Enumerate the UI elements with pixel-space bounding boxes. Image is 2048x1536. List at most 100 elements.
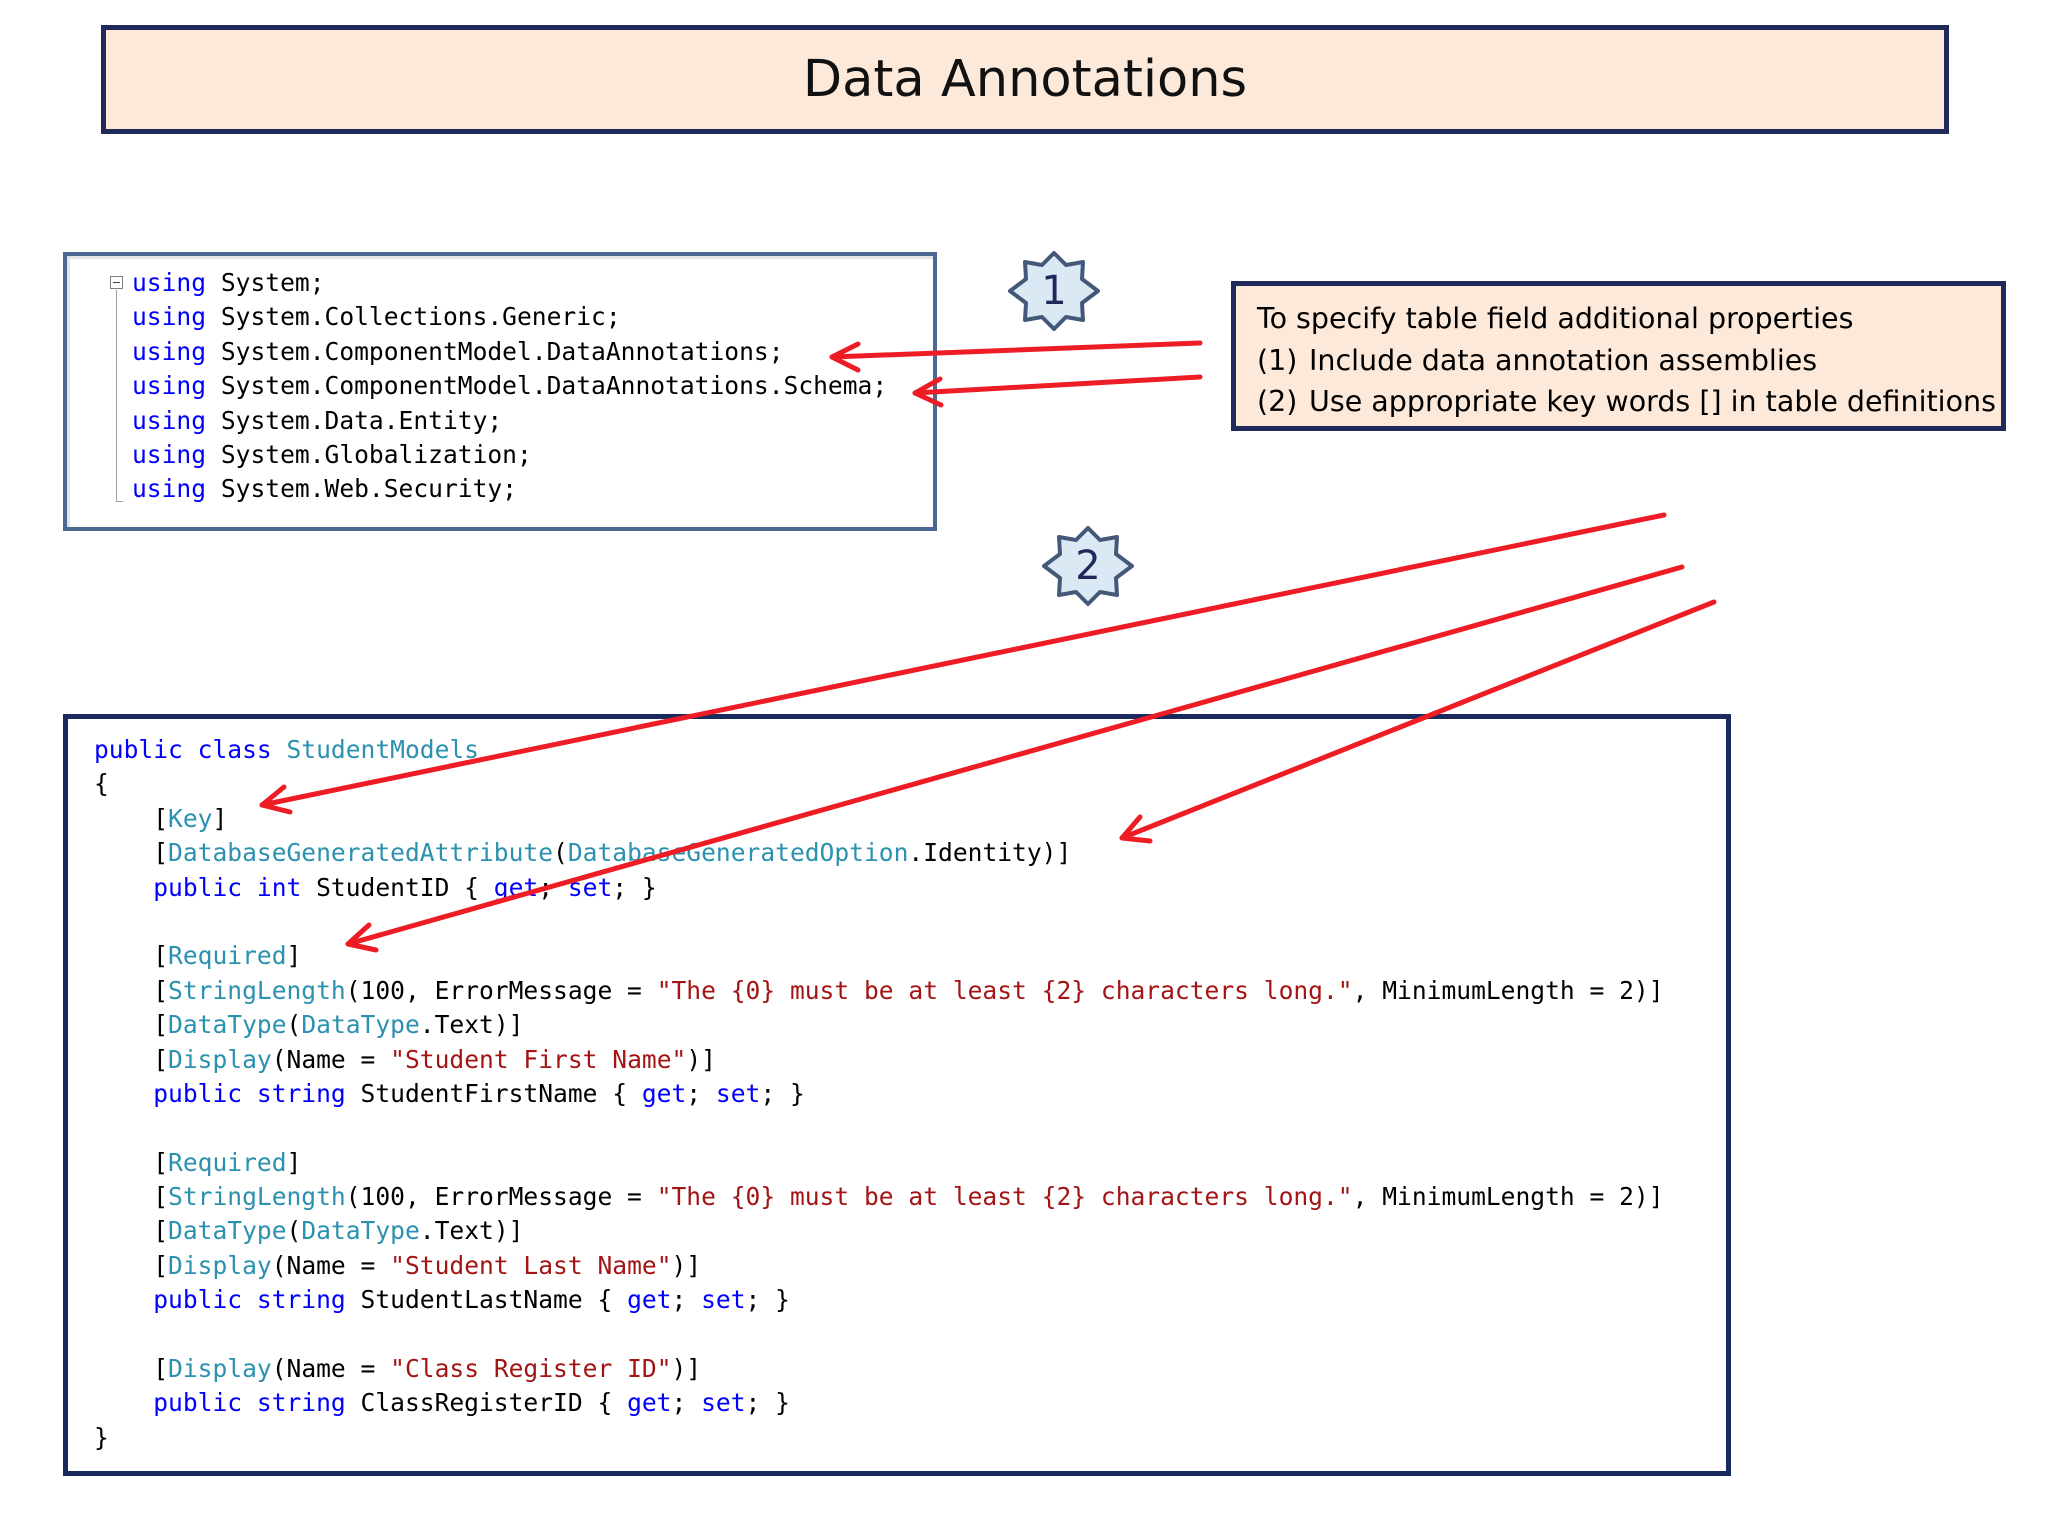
code-text: )] (686, 1044, 716, 1074)
code-text: StudentLastName { (360, 1285, 628, 1315)
code-type-name: Display (168, 1044, 272, 1074)
code-text: ; } (760, 1078, 805, 1108)
code-string: "Class Register ID" (390, 1354, 672, 1384)
code-line: public class StudentModels (94, 733, 1664, 767)
using-line: using System.ComponentModel.DataAnnotati… (132, 369, 887, 403)
code-line: [DataType(DataType.Text)] (94, 1008, 1664, 1042)
code-text: , MinimumLength = 2)] (1352, 975, 1664, 1005)
code-type-name: DataType (301, 1010, 420, 1040)
usings-code-lines: using System; using System.Collections.G… (132, 266, 887, 507)
code-keyword: public class (94, 735, 287, 764)
code-keyword: get (627, 1388, 672, 1418)
code-text: (Name = (271, 1354, 391, 1384)
code-type-name: Required (168, 1147, 287, 1177)
code-text: ; (686, 1078, 716, 1108)
using-keyword: using (132, 439, 207, 469)
code-keyword: get (627, 1285, 672, 1315)
code-text: [ (94, 838, 169, 868)
using-keyword: using (132, 405, 207, 435)
code-keyword: get (641, 1078, 687, 1108)
code-line: public string ClassRegisterID { get; set… (94, 1386, 1664, 1420)
code-keyword: public int (153, 872, 317, 902)
code-text: .Identity)] (908, 838, 1072, 868)
code-text: [ (94, 1147, 169, 1177)
code-line: [Key] (94, 802, 1664, 836)
code-text: ] (212, 803, 228, 833)
code-text: )] (671, 1250, 702, 1280)
code-text: ] (286, 1147, 302, 1177)
code-text: .Text)] (419, 1216, 524, 1246)
usings-code-panel: using System; using System.Collections.G… (63, 252, 937, 531)
code-line: [Display(Name = "Student Last Name")] (94, 1249, 1664, 1283)
code-text: (100, ErrorMessage = (345, 1182, 657, 1212)
code-text: [ (94, 1250, 169, 1280)
code-text: ; } (745, 1285, 790, 1315)
code-text: [ (94, 975, 169, 1005)
code-string: "The {0} must be at least {2} characters… (656, 975, 1353, 1005)
using-keyword: using (132, 474, 207, 504)
code-line: [Required] (94, 939, 1664, 973)
code-line: [Display(Name = "Class Register ID")] (94, 1352, 1664, 1386)
step-one-badge: 1 (1008, 251, 1100, 331)
code-line: [StringLength(100, ErrorMessage = "The {… (94, 974, 1664, 1008)
arrow-to-key-attribute (259, 512, 1667, 815)
code-type-name: DataType (301, 1216, 420, 1246)
using-line: using System.Globalization; (132, 438, 887, 472)
code-type-name: Display (168, 1250, 272, 1280)
step-two-badge: 2 (1042, 526, 1134, 606)
code-text: { (94, 769, 109, 799)
code-text: ( (286, 1216, 302, 1246)
code-line: public string StudentLastName { get; set… (94, 1283, 1664, 1317)
code-line: [DataType(DataType.Text)] (94, 1214, 1664, 1248)
note-item: (1)Include data annotation assemblies (1257, 340, 2001, 382)
code-text: ClassRegisterID { (360, 1388, 628, 1418)
code-type-name: StudentModels (286, 735, 480, 764)
note-item-number: (2) (1257, 385, 1298, 418)
code-keyword: public string (153, 1285, 361, 1315)
code-text: ( (286, 1010, 302, 1040)
note-box: To specify table field additional proper… (1231, 281, 2006, 431)
code-string: "Student Last Name" (390, 1250, 672, 1280)
code-type-name: DatabaseGeneratedOption (567, 838, 909, 868)
note-item-number: (1) (1257, 343, 1298, 377)
code-text: ; } (745, 1388, 790, 1418)
star-badge-icon (1042, 526, 1134, 606)
arrow-to-dataannotations-schema (912, 374, 1203, 408)
note-item-text: Use appropriate key words [] in table de… (1309, 385, 1996, 418)
code-keyword: set (701, 1285, 746, 1315)
star-badge-icon (1008, 251, 1100, 331)
code-line: { (94, 767, 1664, 801)
code-type-name: DatabaseGeneratedAttribute (168, 838, 554, 868)
code-line: [Display(Name = "Student First Name")] (94, 1043, 1664, 1077)
note-heading: To specify table field additional proper… (1257, 302, 1854, 335)
code-type-name: DataType (168, 1010, 287, 1040)
using-keyword: using (132, 302, 207, 332)
using-line: using System; (132, 266, 887, 300)
code-keyword: public string (153, 1388, 361, 1418)
code-string: "The {0} must be at least {2} characters… (656, 1182, 1353, 1212)
note-item: (2) Use appropriate key words [] in table… (1257, 381, 2001, 423)
code-text: [ (94, 1010, 169, 1040)
using-line: using System.Web.Security; (132, 472, 887, 506)
code-string: "Student First Name" (390, 1044, 687, 1074)
code-text: (Name = (271, 1044, 391, 1074)
code-text: [ (94, 1182, 169, 1212)
code-type-name: Display (168, 1354, 272, 1384)
code-text: (100, ErrorMessage = (345, 975, 657, 1005)
using-namespace: System.ComponentModel.DataAnnotations; (220, 336, 784, 366)
code-text: ; } (612, 872, 657, 902)
using-namespace: System.Globalization; (220, 439, 532, 469)
code-text: ] (286, 941, 302, 971)
code-keyword: set (701, 1388, 746, 1418)
outline-rail (116, 290, 117, 502)
code-text: StudentFirstName { (360, 1078, 642, 1108)
using-line: using System.ComponentModel.DataAnnotati… (132, 335, 887, 369)
using-keyword: using (132, 268, 207, 297)
using-keyword: using (132, 371, 207, 401)
arrow-to-identity-option (1119, 599, 1717, 844)
code-type-name: StringLength (168, 975, 346, 1005)
collapse-outline-icon[interactable] (110, 276, 123, 289)
badge-number: 2 (1075, 543, 1101, 589)
code-line: [Required] (94, 1146, 1664, 1180)
